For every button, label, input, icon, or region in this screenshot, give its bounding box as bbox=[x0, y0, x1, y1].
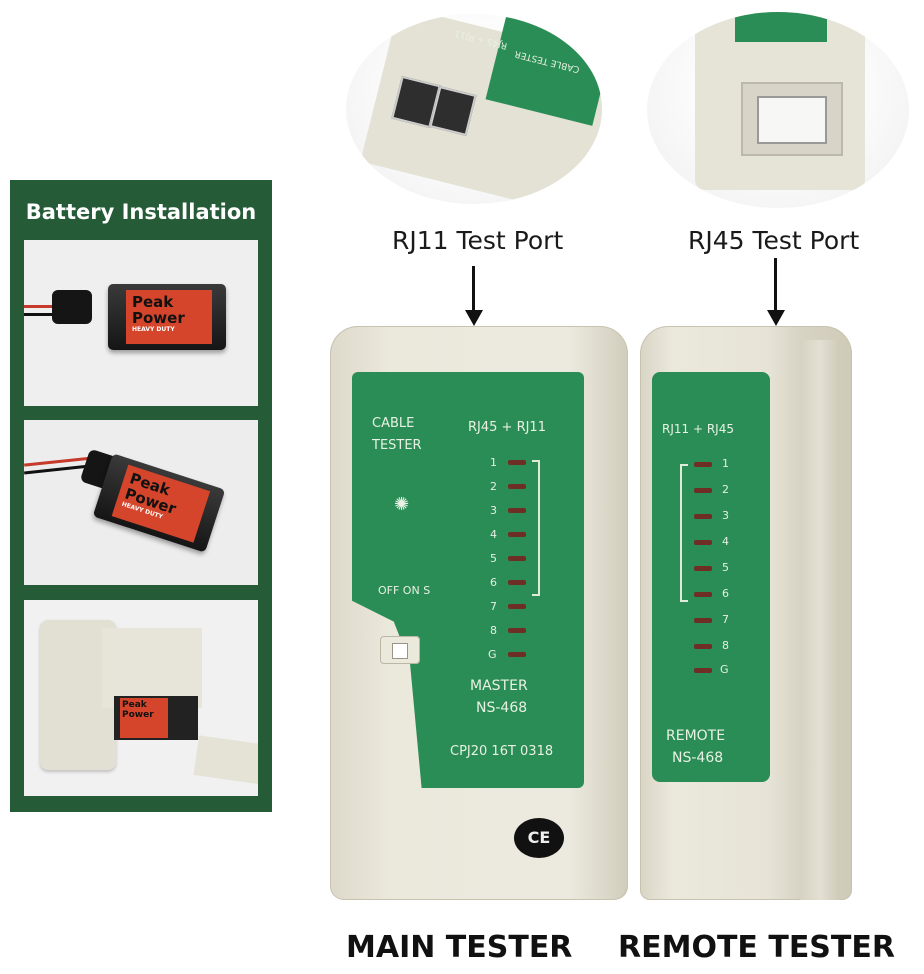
main-model-number: NS-468 bbox=[476, 700, 528, 716]
rj45-test-port-caption: RJ45 Test Port bbox=[688, 226, 860, 255]
main-serial-number: CPJ20 16T 0318 bbox=[450, 744, 554, 759]
main-led-2 bbox=[508, 484, 526, 489]
main-led-6 bbox=[508, 580, 526, 585]
rj11-test-port-caption: RJ11 Test Port bbox=[392, 226, 564, 255]
remote-led-1 bbox=[694, 462, 712, 467]
rj11-arrow-head bbox=[465, 310, 483, 326]
remote-led-4 bbox=[694, 540, 712, 545]
remote-model-label: REMOTE bbox=[666, 728, 726, 744]
main-led-7 bbox=[508, 604, 526, 609]
remote-led-num-8: 8 bbox=[722, 639, 729, 652]
rj45-port-closeup bbox=[647, 12, 909, 208]
main-tester-label: MAIN TESTER bbox=[346, 930, 573, 965]
main-led-num-1: 1 bbox=[490, 456, 497, 469]
remote-led-bracket bbox=[680, 464, 688, 602]
remote-led-7 bbox=[694, 618, 712, 623]
remote-led-g bbox=[694, 668, 712, 673]
battery-installation-title: Battery Installation bbox=[25, 200, 257, 224]
main-led-num-5: 5 bbox=[490, 552, 497, 565]
remote-led-num-3: 3 bbox=[722, 509, 729, 522]
main-led-num-2: 2 bbox=[490, 480, 497, 493]
main-led-4 bbox=[508, 532, 526, 537]
battery-brand-1: Peak Power bbox=[132, 293, 185, 327]
remote-led-5 bbox=[694, 566, 712, 571]
remote-led-num-5: 5 bbox=[722, 561, 729, 574]
remote-led-num-6: 6 bbox=[722, 587, 729, 600]
main-led-1 bbox=[508, 460, 526, 465]
main-led-3 bbox=[508, 508, 526, 513]
main-led-num-6: 6 bbox=[490, 576, 497, 589]
main-switch-label: OFF ON S bbox=[378, 584, 431, 597]
rj45-arrow bbox=[774, 258, 777, 312]
main-led-num-8: 8 bbox=[490, 624, 497, 637]
rj45-arrow-head bbox=[767, 310, 785, 326]
main-led-5 bbox=[508, 556, 526, 561]
main-header-tester: TESTER bbox=[372, 438, 422, 453]
remote-side-ridges bbox=[800, 340, 840, 900]
battery-photo-3: Peak Power bbox=[24, 600, 258, 796]
remote-led-num-7: 7 bbox=[722, 613, 729, 626]
main-led-num-7: 7 bbox=[490, 600, 497, 613]
remote-ports-label: RJ11 + RJ45 bbox=[662, 422, 734, 436]
battery-subtext-1: HEAVY DUTY bbox=[132, 326, 175, 333]
main-model-master: MASTER bbox=[470, 678, 528, 694]
power-switch-knob[interactable] bbox=[392, 643, 408, 659]
main-led-num-3: 3 bbox=[490, 504, 497, 517]
ce-mark-icon: CE bbox=[514, 818, 564, 858]
remote-led-3 bbox=[694, 514, 712, 519]
remote-led-2 bbox=[694, 488, 712, 493]
remote-model-number: NS-468 bbox=[672, 750, 724, 766]
rj11-port-closeup: CABLE TESTER RJ45 + RJ11 bbox=[346, 14, 602, 204]
rj11-arrow bbox=[472, 266, 475, 312]
remote-led-8 bbox=[694, 644, 712, 649]
remote-led-6 bbox=[694, 592, 712, 597]
main-led-num-4: 4 bbox=[490, 528, 497, 541]
main-led-8 bbox=[508, 628, 526, 633]
remote-tester-label: REMOTE TESTER bbox=[618, 930, 895, 965]
main-ports-label: RJ45 + RJ11 bbox=[468, 420, 546, 435]
power-indicator-icon: ✺ bbox=[394, 494, 410, 515]
remote-led-num-g: G bbox=[720, 663, 729, 676]
main-led-g bbox=[508, 652, 526, 657]
remote-led-num-1: 1 bbox=[722, 457, 729, 470]
battery-brand-3: Peak Power bbox=[120, 698, 168, 738]
remote-tester-panel bbox=[652, 372, 770, 782]
remote-led-num-4: 4 bbox=[722, 535, 729, 548]
main-header-cable: CABLE bbox=[372, 416, 415, 431]
main-led-num-g: G bbox=[488, 648, 497, 661]
remote-led-num-2: 2 bbox=[722, 483, 729, 496]
main-led-bracket bbox=[532, 460, 540, 596]
